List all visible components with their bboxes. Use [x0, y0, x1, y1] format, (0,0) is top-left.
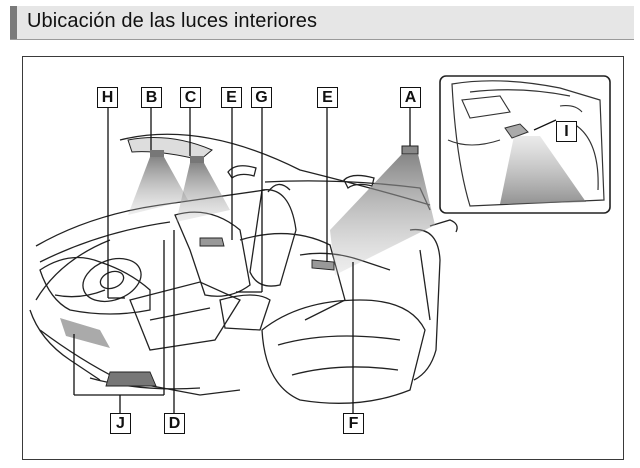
inset-door-view: [439, 75, 611, 214]
callout-j: J: [110, 413, 131, 434]
overhead-console: [127, 137, 213, 161]
leader-lines: [73, 108, 557, 414]
page-title: Ubicación de las luces interiores: [27, 10, 318, 32]
personal-beam-right: [176, 163, 230, 222]
rear-dome-lamp: [401, 145, 419, 155]
callout-i: I: [556, 121, 577, 142]
front-door-handle-light: [199, 237, 225, 247]
section-header: Ubicación de las luces interiores: [10, 6, 634, 40]
callout-a: A: [400, 87, 421, 108]
personal-lamp-left: [150, 150, 164, 157]
rear-door-handle-light: [311, 259, 335, 271]
callout-h: H: [97, 87, 118, 108]
callout-e-rear: E: [317, 87, 338, 108]
callout-c: C: [180, 87, 201, 108]
callout-f: F: [343, 413, 364, 434]
illustration-frame: [22, 56, 624, 460]
footwell-light-left: [60, 318, 110, 348]
floor-light-center: [105, 371, 157, 387]
personal-beam-left: [128, 157, 188, 215]
light-beams: [60, 137, 435, 387]
personal-lamp-right: [190, 156, 204, 163]
rear-dome-beam: [330, 154, 435, 275]
callout-d: D: [164, 413, 185, 434]
header-accent-bar: [10, 6, 17, 39]
callout-g: G: [251, 87, 272, 108]
callout-e-front: E: [221, 87, 242, 108]
callout-b: B: [141, 87, 162, 108]
